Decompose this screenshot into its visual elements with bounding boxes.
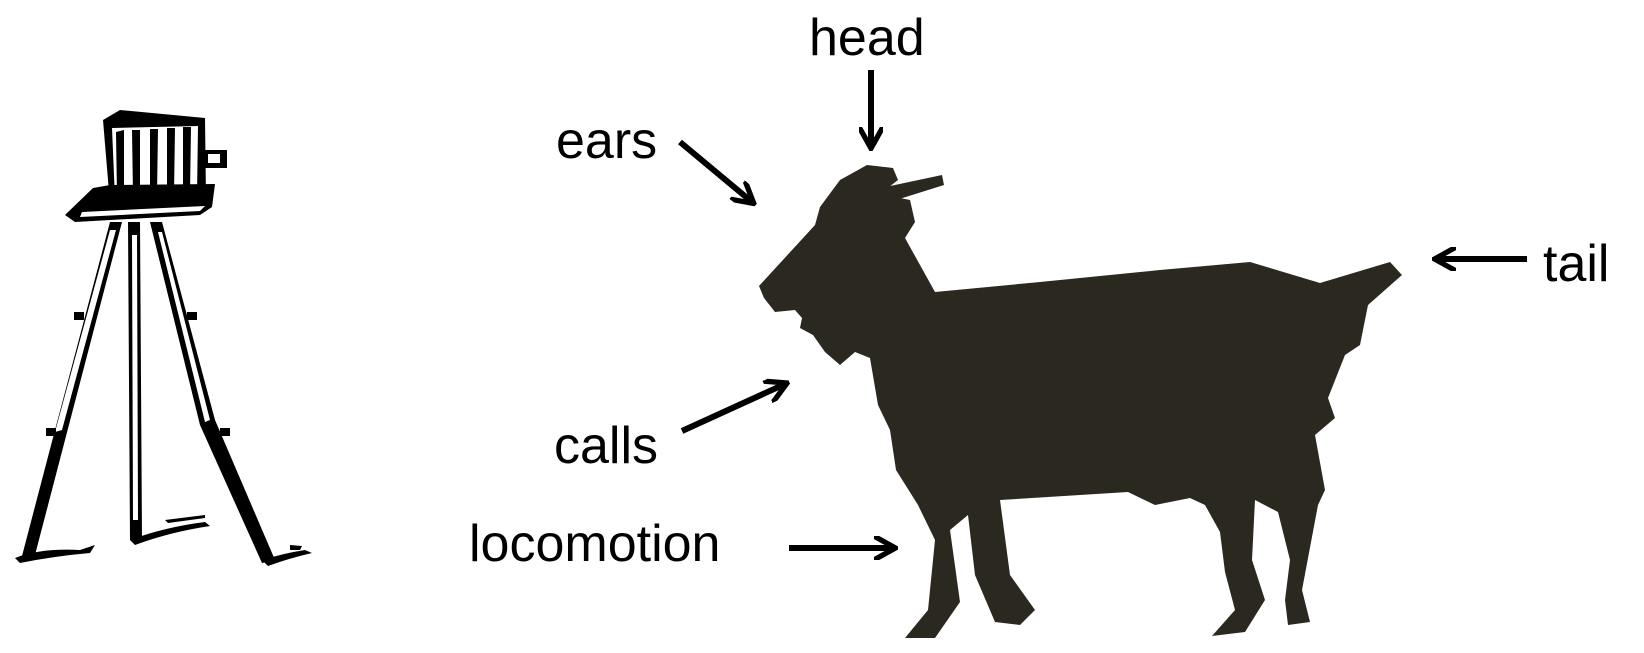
label-locomotion: locomotion xyxy=(469,518,720,570)
ears-arrow xyxy=(680,142,752,202)
goat-silhouette-icon xyxy=(759,165,1402,638)
calls-arrow xyxy=(682,384,785,431)
label-head: head xyxy=(809,12,925,64)
label-calls: calls xyxy=(554,420,658,472)
label-tail: tail xyxy=(1543,238,1609,290)
label-ears: ears xyxy=(556,115,657,167)
camera-on-tripod-icon xyxy=(15,110,312,566)
